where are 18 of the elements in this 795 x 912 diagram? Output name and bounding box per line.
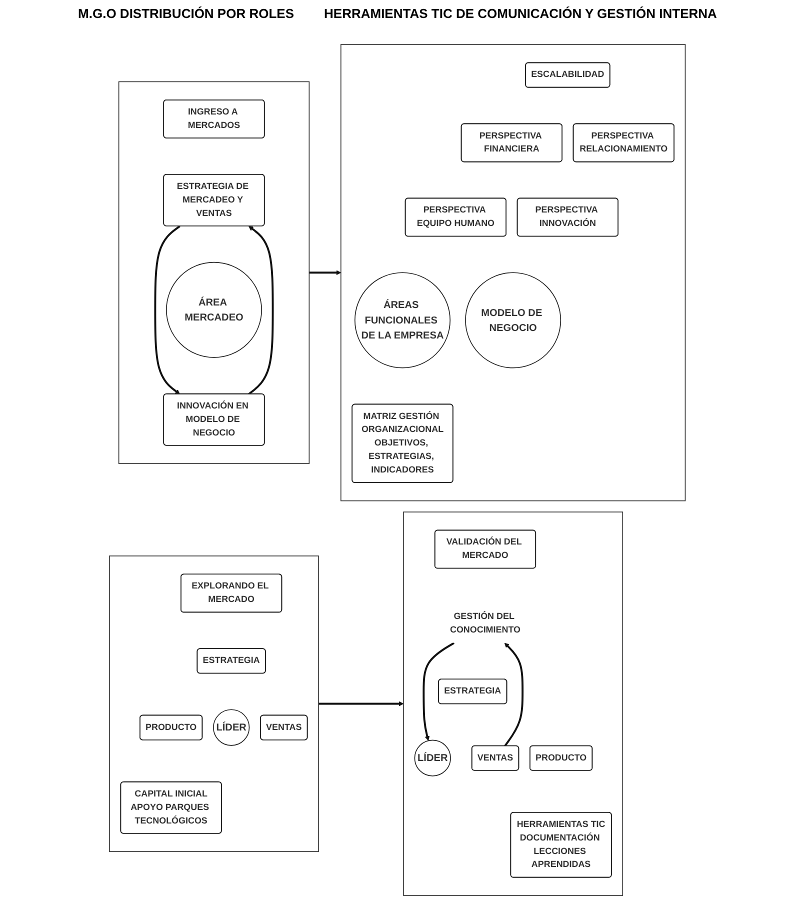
arrow [154, 224, 181, 394]
node-circle: LÍDER [213, 708, 250, 746]
node-circle: ÁREAS FUNCIONALES DE LA EMPRESA [354, 272, 451, 368]
node-circle: ÁREA MERCADEO [166, 261, 262, 358]
cluster [109, 555, 320, 852]
note-text: HERRAMIENTAS TIC DE COMUNICACIÓN Y GESTIÓN INTERNA [324, 6, 717, 21]
arrow [248, 225, 274, 394]
cluster [118, 80, 310, 464]
cluster [340, 44, 686, 501]
arrow [309, 270, 342, 275]
node-text: GESTIÓN DEL CONOCIMIENTO [450, 611, 521, 634]
node-circle: LÍDER [414, 739, 452, 776]
cluster [403, 511, 624, 896]
node-circle: MODELO DE NEGOCIO [465, 272, 562, 368]
arrow [504, 642, 524, 746]
arrow [422, 642, 455, 740]
arrow [318, 700, 404, 706]
note-text: M.G.O DISTRIBUCIÓN POR ROLES [78, 6, 294, 21]
